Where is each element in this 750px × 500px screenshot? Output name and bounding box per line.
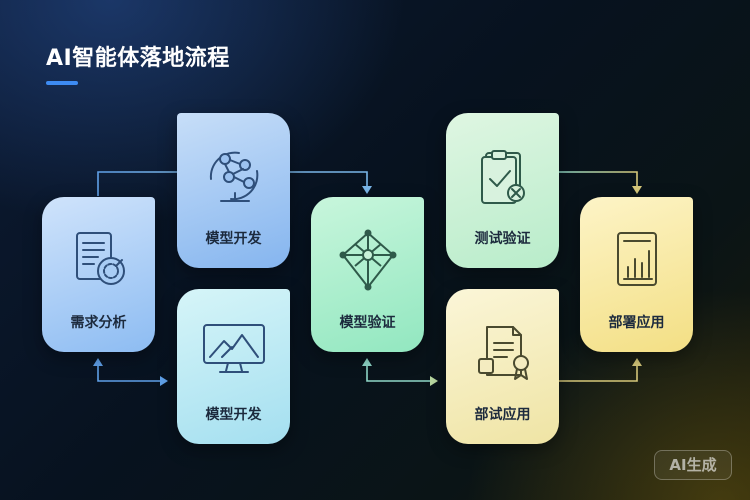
arrowhead [632, 186, 642, 194]
arrowhead [362, 186, 372, 194]
step-label: 部试应用 [474, 407, 531, 423]
title-underline [46, 81, 78, 85]
step-card-model-validate[interactable]: 模型验证 [311, 197, 424, 352]
arrowhead [160, 376, 168, 386]
monitor-chart-icon [177, 319, 290, 389]
connector-req-to-dev [97, 171, 178, 196]
connector-validate-to-trial [366, 360, 430, 382]
arrowhead [430, 376, 438, 386]
page-title: AI智能体落地流程 [46, 46, 230, 71]
step-card-deploy-app[interactable]: 部署应用 [580, 197, 693, 352]
step-label: 部署应用 [608, 315, 665, 331]
polyhedron-icon [311, 225, 424, 295]
document-search-icon [42, 225, 155, 295]
connector-dev-to-validate [290, 171, 368, 188]
step-label: 测试验证 [474, 231, 531, 247]
connector-trial-to-deploy [558, 364, 638, 382]
connector-req-to-dev-bottom [97, 360, 162, 382]
step-card-requirements[interactable]: 需求分析 [42, 197, 155, 352]
connector-test-to-deploy [558, 171, 638, 188]
clipboard-check-icon [446, 141, 559, 211]
step-card-trial-app[interactable]: 部试应用 [446, 289, 559, 444]
step-label: 模型开发 [205, 231, 262, 247]
bar-chart-doc-icon [580, 225, 693, 295]
arrowhead [362, 358, 372, 366]
step-card-test-verify[interactable]: 测试验证 [446, 113, 559, 268]
step-label: 模型开发 [205, 407, 262, 423]
step-label: 需求分析 [70, 315, 127, 331]
network-globe-icon [177, 141, 290, 211]
step-label: 模型验证 [339, 315, 396, 331]
step-card-model-dev-top[interactable]: 模型开发 [177, 113, 290, 268]
certificate-icon [446, 317, 559, 387]
ai-generated-badge: AI生成 [654, 450, 732, 480]
step-card-model-dev-bottom[interactable]: 模型开发 [177, 289, 290, 444]
arrowhead [632, 358, 642, 366]
arrowhead [93, 358, 103, 366]
